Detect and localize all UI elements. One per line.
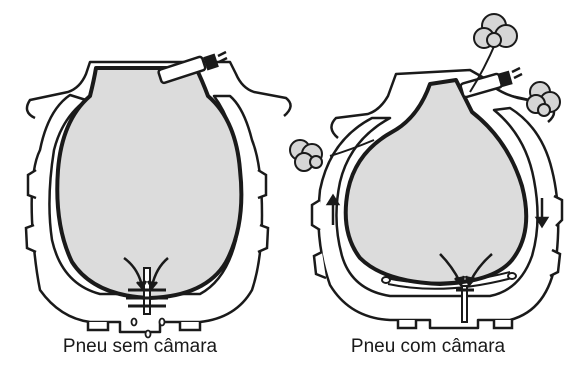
tube-tire-diagram <box>290 14 562 328</box>
caption-tube: Pneu com câmara <box>308 336 548 358</box>
tube-fold-end <box>508 273 516 279</box>
caption-tubeless: Pneu sem câmara <box>20 336 260 358</box>
air-puff-icon <box>290 140 322 171</box>
air-puff-icon <box>474 14 517 48</box>
air-puff-icon <box>527 82 560 116</box>
valve-icon <box>460 68 522 98</box>
tube-fold-end <box>382 277 390 283</box>
air-chamber <box>57 68 241 298</box>
tubeless-tire-diagram <box>26 52 291 338</box>
